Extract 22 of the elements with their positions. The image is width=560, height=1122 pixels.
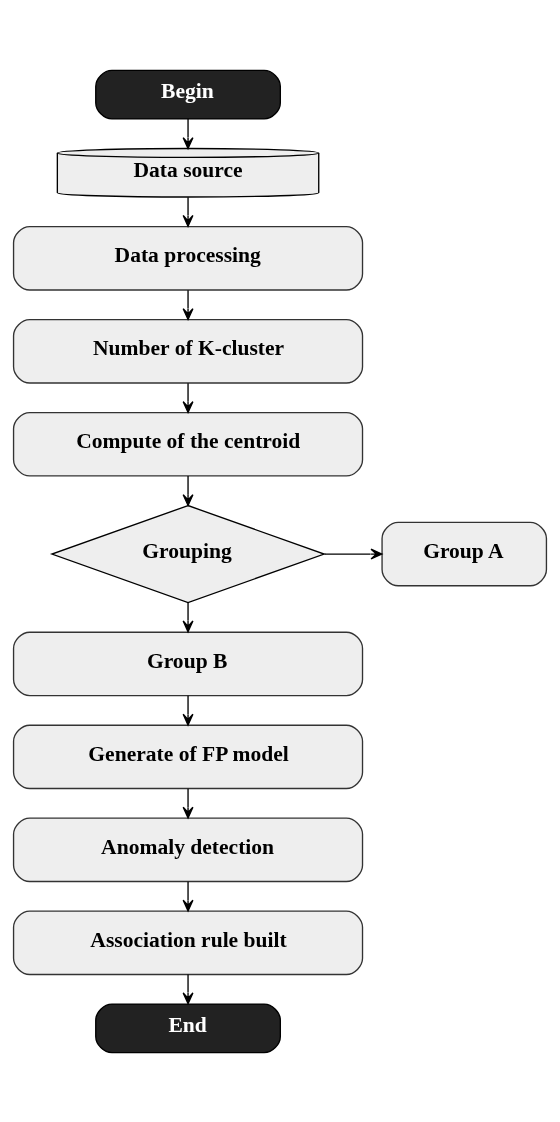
arrow: [182, 880, 194, 912]
arrow: [182, 196, 194, 227]
arrow: [182, 973, 194, 1004]
arrow: [182, 601, 194, 632]
arrow: [182, 787, 194, 819]
node-box: Anomaly detection: [12, 817, 364, 882]
node-box: Group B: [12, 631, 364, 696]
arrow: [182, 474, 194, 506]
node-box: Data processing: [12, 225, 364, 291]
arrow: [182, 117, 194, 149]
arrow: [182, 694, 194, 726]
node-box: Compute of the centroid: [12, 411, 364, 477]
arrow: [182, 382, 194, 413]
node-box: Number of K-cluster: [12, 318, 364, 384]
node-diamond: Grouping: [49, 504, 327, 603]
node-box: Group A: [381, 521, 548, 586]
node-box: Begin: [95, 69, 281, 120]
node-box: End: [95, 1002, 281, 1053]
arrow: [182, 289, 194, 320]
arrow: [323, 548, 383, 560]
node-box: Generate of FP model: [12, 724, 364, 789]
node-box: Association rule built: [12, 909, 364, 975]
